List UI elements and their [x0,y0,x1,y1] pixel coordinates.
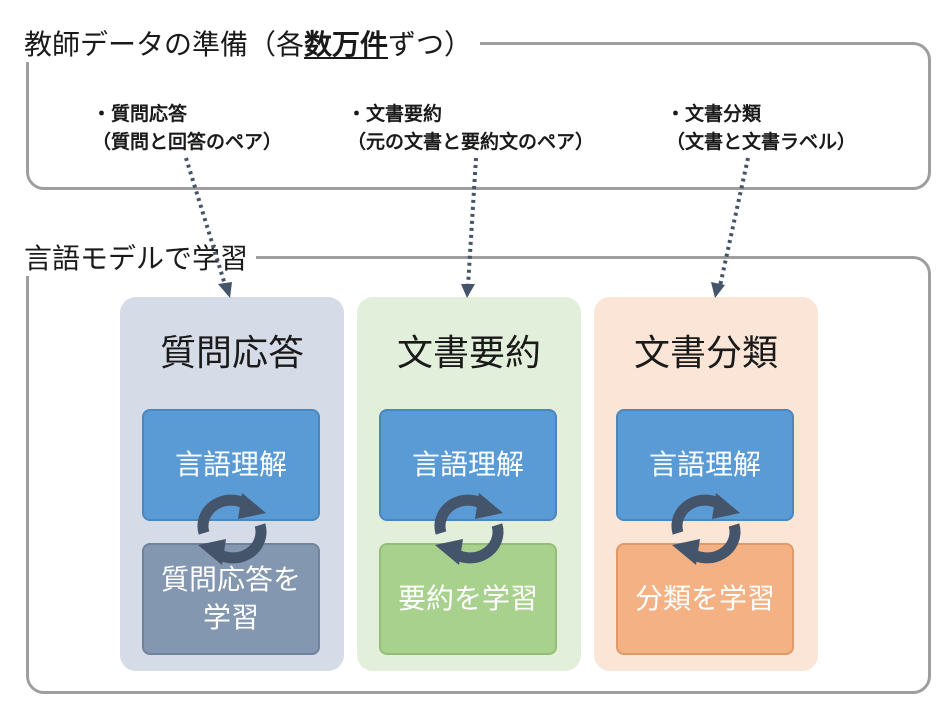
teacher-title-after: ずつ） [388,28,473,61]
panel-summary: 文書要約 言語理解 要約を学習 [357,297,581,671]
teacher-item-classification-label: ・文書分類 [666,103,762,125]
arrowhead-classification [711,282,725,298]
teacher-item-summary-label: ・文書要約 [347,103,443,125]
panel-qa-understanding-box: 言語理解 [142,409,320,521]
language-model-frame [26,256,931,694]
arrow-classification [718,157,750,287]
arrow-qa [184,157,228,289]
panel-classification-learning-label: 分類を学習 [634,582,775,615]
teacher-title-emph: 数万件 [304,28,389,61]
cycle-arrows-icon [434,493,504,565]
arrow-summary [466,157,478,287]
teacher-item-classification: ・文書分類 （文書と文書ラベル） [666,100,856,156]
panel-summary-title: 文書要約 [396,333,541,374]
panel-classification-title: 文書分類 [633,333,778,374]
teacher-data-title: 教師データの準備（各数万件ずつ） [24,28,481,62]
panel-classification-learning-box: 分類を学習 [616,543,794,655]
teacher-item-summary-detail: （元の文書と要約文のペア） [347,131,595,153]
panel-qa-title: 質問応答 [159,333,304,374]
cycle-arrows-icon [671,493,741,565]
teacher-item-qa-detail: （質問と回答のペア） [92,131,283,153]
panel-summary-learning-label: 要約を学習 [397,582,538,615]
teacher-item-qa: ・質問応答 （質問と回答のペア） [92,100,282,156]
teacher-item-summary: ・文書要約 （元の文書と要約文のペア） [347,100,594,156]
arrowhead-qa [218,282,232,298]
arrowhead-summary [461,284,475,298]
panel-qa-learning-label: 質問応答を 学習 [160,563,301,634]
teacher-title-before: 教師データの準備（各 [24,28,305,61]
teacher-item-classification-detail: （文書と文書ラベル） [666,131,857,153]
teacher-item-qa-label: ・質問応答 [92,103,188,125]
panel-classification: 文書分類 言語理解 分類を学習 [594,297,818,671]
panel-summary-learning-box: 要約を学習 [379,543,557,655]
panel-qa: 質問応答 言語理解 質問応答を 学習 [120,297,344,671]
cycle-arrows-icon [197,493,267,565]
